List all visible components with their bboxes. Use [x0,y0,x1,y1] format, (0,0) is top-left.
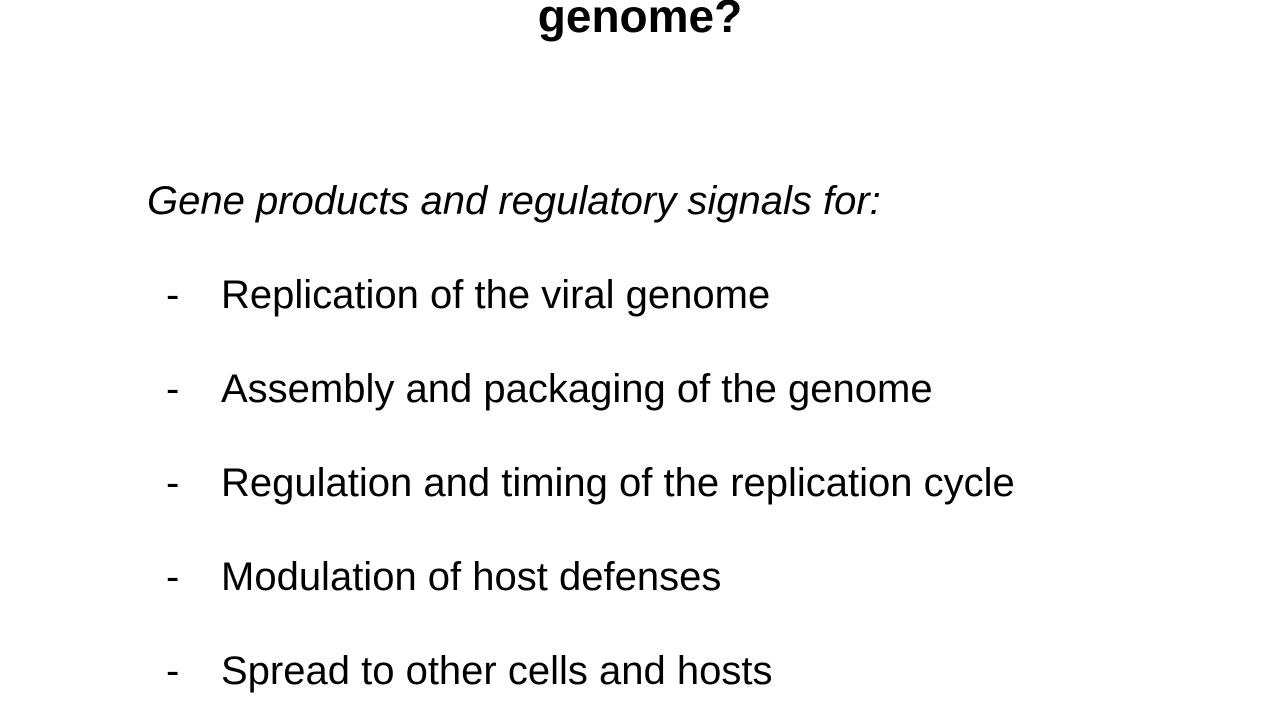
bullet-item-replication: - Replication of the viral genome [160,270,1015,364]
bullet-item-spread: - Spread to other cells and hosts [160,646,1015,720]
bullet-text: Modulation of host defenses [221,555,722,599]
bullet-dash: - [166,461,180,505]
slide-subtitle: Gene products and regulatory signals for… [147,179,881,223]
bullet-list: - Replication of the viral genome - Asse… [160,270,1015,720]
slide-title: genome? [537,0,743,42]
bullet-item-regulation: - Regulation and timing of the replicati… [160,458,1015,552]
bullet-dash: - [166,555,180,599]
bullet-text: Replication of the viral genome [221,273,771,317]
bullet-text: Regulation and timing of the replication… [221,461,1015,505]
bullet-dash: - [166,649,180,693]
bullet-dash: - [166,273,180,317]
bullet-item-assembly: - Assembly and packaging of the genome [160,364,1015,458]
bullet-dash: - [166,367,180,411]
bullet-item-modulation: - Modulation of host defenses [160,552,1015,646]
bullet-text: Assembly and packaging of the genome [221,367,933,411]
bullet-text: Spread to other cells and hosts [221,649,773,693]
